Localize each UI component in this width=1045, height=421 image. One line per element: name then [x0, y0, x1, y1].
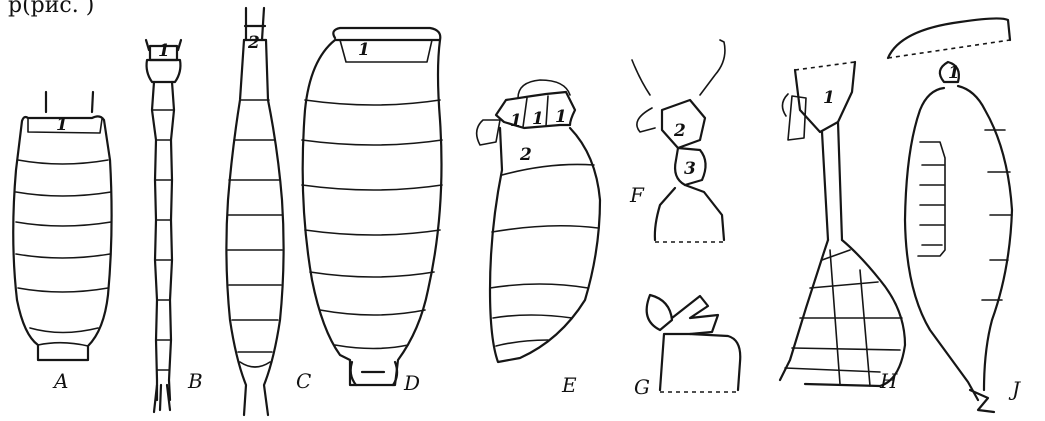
panel-c-drawing: [226, 8, 283, 415]
segment-label-f-2: 2: [673, 121, 686, 141]
segment-label-b-1: 1: [158, 41, 170, 61]
panel-d-drawing: [302, 28, 442, 385]
panel-f-drawing: [632, 40, 725, 242]
segment-label-j-1: 1: [948, 63, 960, 83]
segment-label-e-1c: 1: [555, 107, 567, 127]
segment-label-e-1b: 1: [532, 109, 544, 129]
segment-label-e-1a: 1: [510, 111, 522, 131]
segment-label-c-2: 2: [247, 33, 260, 53]
panel-b-drawing: [146, 40, 181, 412]
segment-label-e-2: 2: [519, 145, 532, 165]
segment-label-h-1: 1: [823, 88, 835, 108]
panel-label-f: F: [629, 183, 645, 207]
segment-label-f-3: 3: [684, 159, 696, 179]
panel-label-d: D: [403, 371, 420, 395]
panel-label-b: B: [187, 369, 203, 393]
panel-label-e: E: [561, 373, 577, 397]
segment-label-a-1: 1: [56, 115, 68, 135]
panel-label-j: J: [1008, 377, 1021, 401]
panel-label-a: A: [52, 369, 68, 393]
panel-label-g: G: [634, 375, 650, 399]
segment-label-d-1: 1: [358, 40, 370, 60]
panel-g-drawing: [647, 295, 741, 392]
panel-label-h: H: [879, 369, 898, 393]
panel-h-drawing: [780, 62, 905, 386]
header-fragment: р(рис. ): [8, 0, 94, 18]
panel-label-c: C: [296, 369, 311, 393]
